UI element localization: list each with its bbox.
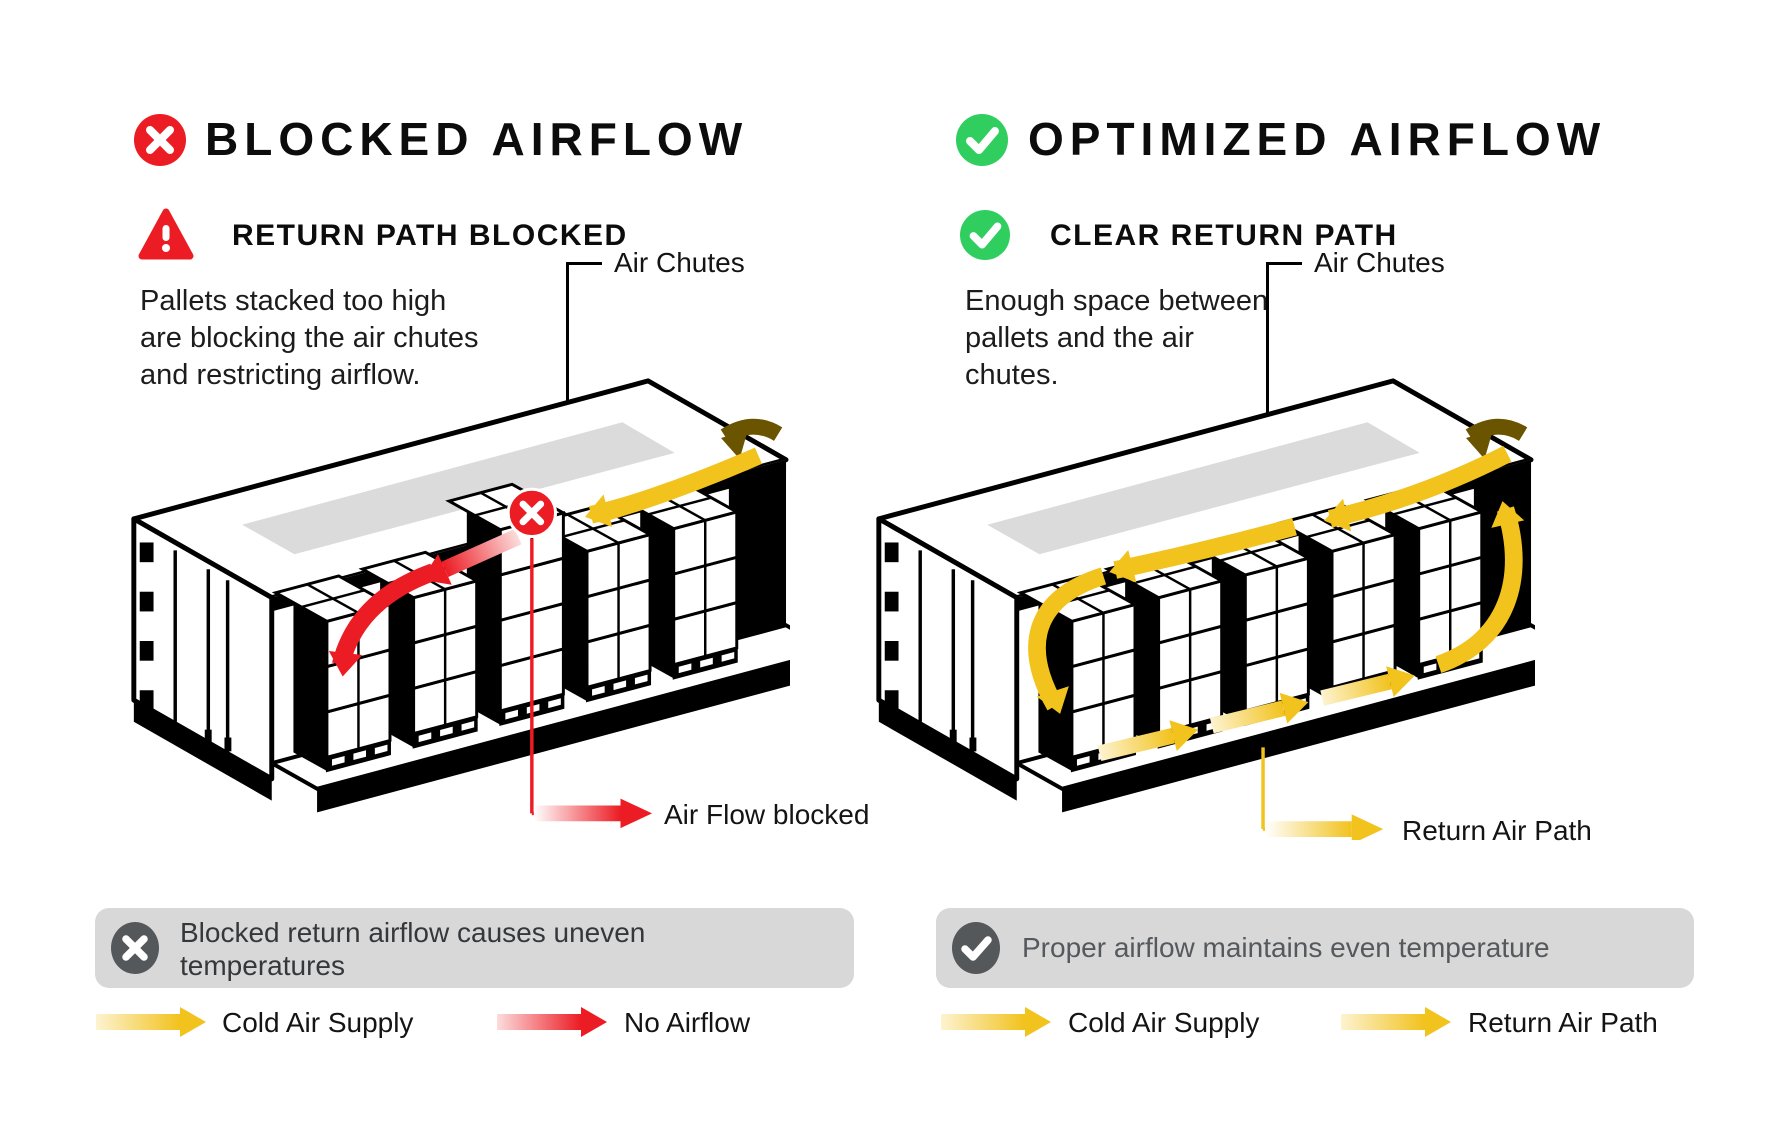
air-chutes-callout-line — [1266, 262, 1269, 434]
optimized-summary-text: Proper airflow maintains even temperatur… — [1022, 932, 1550, 963]
blocked-title: BLOCKED AIRFLOW — [205, 113, 749, 165]
blocked-subtitle: RETURN PATH BLOCKED — [232, 219, 628, 252]
optimized-description: Enough space between pallets and the air… — [965, 283, 1268, 394]
air-chutes-callout-tick — [1266, 262, 1302, 265]
optimized-subtitle: CLEAR RETURN PATH — [1050, 219, 1398, 252]
optimized-container-diagram — [876, 378, 1535, 840]
blocked-description: Pallets stacked too high are blocking th… — [140, 283, 479, 394]
optimized-summary-box: Proper airflow maintains even temperatur… — [936, 908, 1694, 988]
air-chutes-label: Air Chutes — [614, 247, 745, 278]
return-air-path-arrow-icon — [1340, 1005, 1452, 1039]
air-chutes-label: Air Chutes — [1314, 247, 1445, 278]
return-air-path-callout-label: Return Air Path — [1402, 815, 1592, 846]
optimized-description-line: chutes. — [965, 359, 1059, 391]
blocked-summary-line: temperatures — [180, 950, 345, 981]
legend-return-air-path-label: Return Air Path — [1468, 1007, 1658, 1038]
cold-air-supply-arrow-icon — [95, 1005, 207, 1039]
error-badge-icon — [109, 922, 161, 974]
blocked-summary-box: Blocked return airflow causes uneven tem… — [95, 908, 854, 988]
success-icon — [956, 114, 1008, 166]
air-chutes-callout-tick — [566, 262, 602, 265]
warning-icon — [138, 208, 194, 262]
optimized-description-line: Enough space between — [965, 285, 1269, 317]
blocked-summary-text: Blocked return airflow causes uneven tem… — [180, 916, 645, 982]
success-badge-icon — [950, 922, 1002, 974]
air-flow-blocked-label: Air Flow blocked — [664, 799, 870, 830]
no-airflow-arrow-icon — [496, 1005, 608, 1039]
blocked-container-diagram — [131, 378, 790, 829]
optimized-title: OPTIMIZED AIRFLOW — [1028, 113, 1607, 165]
blocked-summary-line: Blocked return airflow causes uneven — [180, 917, 646, 948]
blocked-description-line: Pallets stacked too high — [140, 285, 447, 317]
error-icon — [134, 114, 186, 166]
legend-cold-air-supply-label: Cold Air Supply — [1068, 1007, 1260, 1038]
legend-no-airflow-label: No Airflow — [624, 1007, 751, 1038]
success-sub-icon — [960, 210, 1010, 260]
cold-air-supply-arrow-icon — [940, 1005, 1052, 1039]
legend-cold-air-supply-label: Cold Air Supply — [222, 1007, 414, 1038]
air-chutes-callout-line — [566, 262, 569, 434]
blocked-description-line: are blocking the air chutes — [140, 322, 479, 354]
blocked-description-line: and restricting airflow. — [140, 359, 421, 391]
optimized-description-line: pallets and the air — [965, 322, 1194, 354]
